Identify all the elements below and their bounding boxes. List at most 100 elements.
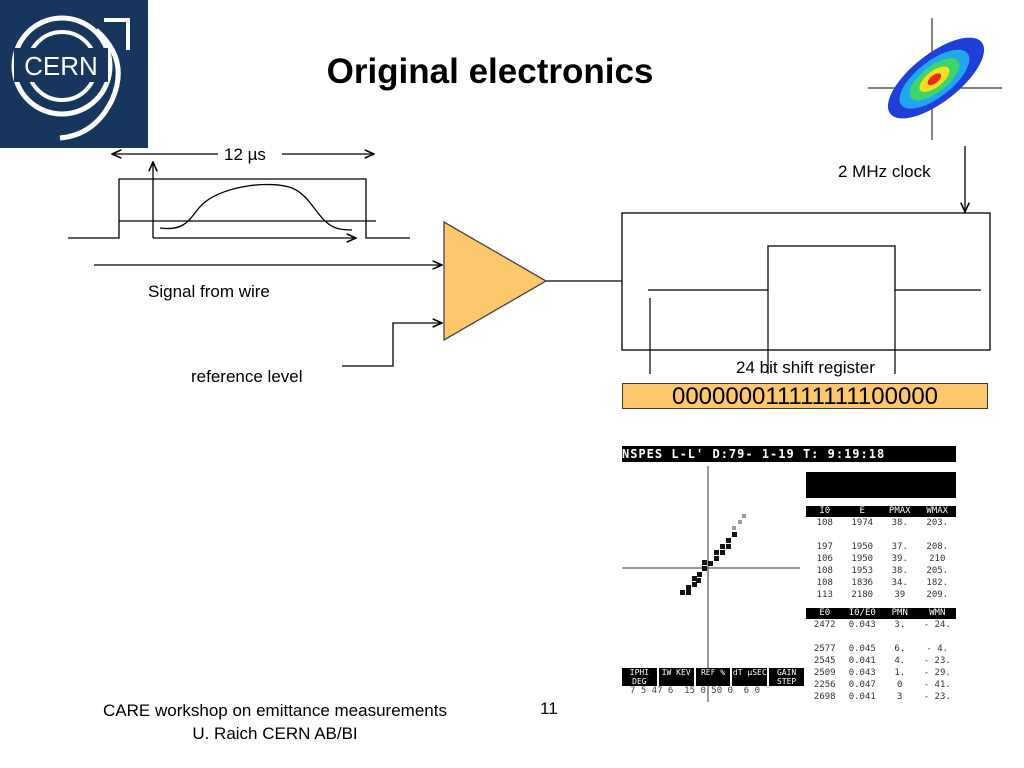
beam-profile-image xyxy=(868,18,1002,140)
table-cell: 0.043 xyxy=(848,668,876,678)
table-cell: 0.041 xyxy=(848,692,876,702)
table-cell: 0.043 xyxy=(848,620,876,630)
bottom-header-cell: REF % xyxy=(695,668,731,686)
reference-level-label: reference level xyxy=(191,367,303,386)
signal-from-wire-label: Signal from wire xyxy=(148,282,270,301)
table-cell: 108 xyxy=(816,566,833,576)
table-cell: 210 xyxy=(929,554,946,564)
table-cell: 2472 xyxy=(813,620,836,630)
table-row: 2256 0.047 0 - 41. xyxy=(806,679,956,691)
table-cell: 113 xyxy=(816,590,833,600)
table-cell: 2180 xyxy=(851,590,874,600)
table-cell: 2698 xyxy=(813,692,836,702)
clock-label: 2 MHz clock xyxy=(838,162,931,181)
table-cell: 34. xyxy=(891,578,908,588)
analog-signal xyxy=(159,183,353,231)
table-row: 2577 0.045 6. - 4. xyxy=(806,643,956,655)
table-cell: 6. xyxy=(894,644,906,654)
table-cell: 182. xyxy=(926,578,949,588)
table-cell: 3. xyxy=(894,620,906,630)
table2-header-cell: WMN xyxy=(929,608,946,618)
table-row: 197 1950 37. 208. xyxy=(806,541,956,553)
page-number: 11 xyxy=(540,699,558,718)
table-cell: 209. xyxy=(926,590,949,600)
table-cell: 1. xyxy=(894,668,906,678)
measurement-printout: NSPES L-L' D:79- 1-19 T: 9:19:18 I0 E PM… xyxy=(620,442,960,704)
table-cell: 1836 xyxy=(851,578,874,588)
logo-text: CERN xyxy=(24,51,98,81)
table2-header-cell: PMN xyxy=(891,608,908,618)
table-cell: 203. xyxy=(926,518,949,528)
slide-title: Original electronics xyxy=(326,52,654,91)
table-cell: 1953 xyxy=(851,566,874,576)
table-cell: 108 xyxy=(816,518,833,528)
electronics-diagram xyxy=(68,146,991,374)
table-row: 2698 0.041 3 - 23. xyxy=(806,691,956,703)
bottom-header-cell: IPHI DEG xyxy=(622,668,657,686)
table-cell: 205. xyxy=(926,566,949,576)
table1-header-cell: E xyxy=(859,506,865,516)
printout-table-2: E0 I0/E0 PMN WMN 2472 0.043 3. - 24. 2577 0.0… xyxy=(806,608,956,703)
table1-header-row: I0 E PMAX WMAX xyxy=(806,506,956,517)
table-cell: - 24. xyxy=(923,620,951,630)
table-cell: 0.041 xyxy=(848,656,876,666)
table-cell: 0 xyxy=(897,680,903,690)
bottom-header-cell: GAIN STEP xyxy=(769,668,804,686)
printout-black-block xyxy=(806,472,956,498)
emittance-scatter-plot xyxy=(622,466,800,702)
table-cell: 108 xyxy=(816,578,833,588)
table1-header-cell: WMAX xyxy=(926,506,949,516)
table-row: 2472 0.043 3. - 24. xyxy=(806,619,956,633)
table-cell: 4. xyxy=(894,656,906,666)
table-cell: - 4. xyxy=(926,644,949,654)
table2-header-cell: I0/E0 xyxy=(848,608,876,618)
reference-input-line xyxy=(342,323,442,367)
register-label: 24 bit shift register xyxy=(736,358,875,377)
table-row: 113 2180 39 209. xyxy=(806,589,956,601)
table-cell: - 41. xyxy=(923,680,951,690)
table-cell: 1950 xyxy=(851,542,874,552)
table1-header-cell: PMAX xyxy=(888,506,911,516)
table-cell: 2577 xyxy=(813,644,836,654)
table-cell: 1974 xyxy=(851,518,874,528)
table-cell: 2256 xyxy=(813,680,836,690)
printout-table-1: I0 E PMAX WMAX 108 1974 38. 203. 197 1950 37. 2… xyxy=(806,506,956,601)
digitized-signal xyxy=(648,245,981,291)
table-cell: 39. xyxy=(891,554,908,564)
printout-header: NSPES L-L' D:79- 1-19 T: 9:19:18 xyxy=(622,446,956,462)
table2-header-cell: E0 xyxy=(819,608,831,618)
cern-logo: CERN xyxy=(0,0,148,148)
table-cell: - 23. xyxy=(923,692,951,702)
register-bits: 000000011111111100000 xyxy=(622,383,988,410)
table-cell: 1950 xyxy=(851,554,874,564)
table-cell: - 29. xyxy=(923,668,951,678)
table1-header-cell: I0 xyxy=(819,506,831,516)
table-row: 106 1950 39. 210 xyxy=(806,553,956,565)
table-cell: 197 xyxy=(816,542,833,552)
table-cell: 38. xyxy=(891,518,908,528)
table2-header-row: E0 I0/E0 PMN WMN xyxy=(806,608,956,619)
table1-body: 108 1974 38. 203. 197 1950 37. 208. 106 1950 39. 21… xyxy=(806,517,956,601)
table-row: 108 1836 34. 182. xyxy=(806,577,956,589)
amplifier-triangle xyxy=(443,220,548,342)
gate-pulse xyxy=(68,178,410,239)
table-cell: 0.045 xyxy=(848,644,876,654)
bottom-values: 7 5 47 6 15 0 50 0 6 0 xyxy=(630,686,761,696)
table-cell: 106 xyxy=(816,554,833,564)
table-cell: 38. xyxy=(891,566,908,576)
footer-line-2: U. Raich CERN AB/BI xyxy=(192,724,358,743)
bottom-header-cell: IW KEV xyxy=(658,668,694,686)
table-cell: 0.047 xyxy=(848,680,876,690)
pulse-width-label: 12 µs xyxy=(224,145,266,164)
shift-register-box xyxy=(621,212,991,351)
table-cell: 208. xyxy=(926,542,949,552)
table-cell: 3 xyxy=(897,692,903,702)
table-cell: 39 xyxy=(894,590,906,600)
table-cell: - 23. xyxy=(923,656,951,666)
footer: CARE workshop on emittance measurements … xyxy=(60,699,490,745)
table-cell: 37. xyxy=(891,542,908,552)
footer-line-1: CARE workshop on emittance measurements xyxy=(103,701,447,720)
